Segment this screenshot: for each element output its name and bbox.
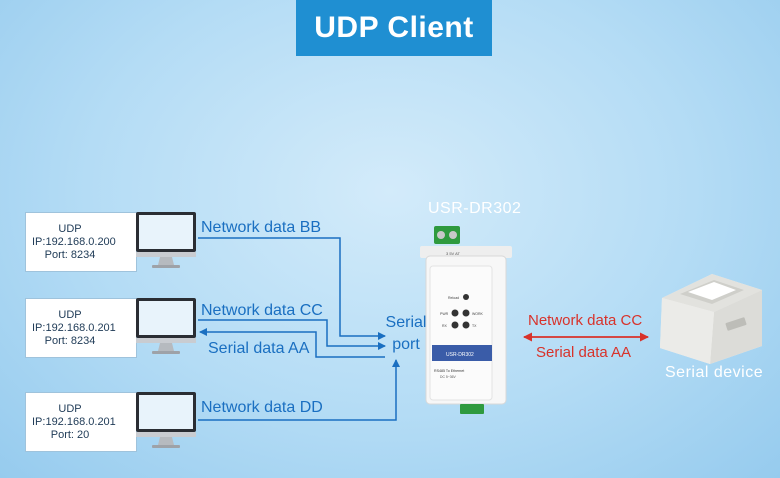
serial-port-line-1: Serial bbox=[385, 314, 427, 331]
host-box-3: UDP IP:192.168.0.201 Port: 20 bbox=[25, 392, 137, 452]
serial-port-line-2: port bbox=[392, 336, 420, 353]
host-1-protocol: UDP bbox=[58, 222, 82, 235]
host-3-port: Port: 20 bbox=[50, 428, 90, 441]
device-terminal-label: 3 5V AT bbox=[446, 251, 460, 256]
device-power-label: DC 5~36V bbox=[440, 375, 456, 379]
line-network-bb bbox=[198, 237, 386, 340]
serial-port-label: Serial port bbox=[380, 312, 432, 356]
computer-monitor-icon bbox=[136, 212, 196, 268]
device-led-rx-label: RX bbox=[442, 324, 448, 328]
line-network-cc bbox=[198, 319, 386, 350]
serial-device-label: Serial device bbox=[665, 364, 764, 381]
host-box-1: UDP IP:192.168.0.200 Port: 8234 bbox=[25, 212, 137, 272]
host-box-2: UDP IP:192.168.0.201 Port: 8234 bbox=[25, 298, 137, 358]
label-serial-data-aa: Serial data AA bbox=[208, 340, 310, 357]
host-1-port: Port: 8234 bbox=[44, 248, 96, 261]
device-led-tx-label: TX bbox=[472, 324, 477, 328]
title-banner: UDP Client bbox=[296, 0, 492, 56]
host-1-ip: IP:192.168.0.200 bbox=[32, 235, 116, 248]
device-led-work-label: WORK bbox=[472, 312, 484, 316]
device-model-label: USR-DR302 bbox=[446, 352, 474, 358]
serial-printer-icon bbox=[660, 274, 762, 364]
label-network-data-bb: Network data BB bbox=[201, 219, 322, 236]
usr-dr302-device-icon: 3 5V AT Reload PWR WORK RX TX USR-DR302 … bbox=[420, 226, 512, 414]
device-led-reload-label: Reload bbox=[448, 296, 459, 300]
host-3-ip: IP:192.168.0.201 bbox=[32, 415, 116, 428]
device-name-label: USR-DR302 bbox=[428, 200, 522, 217]
line-network-dd bbox=[198, 359, 400, 421]
computer-monitor-icon bbox=[136, 392, 196, 448]
label-network-data-dd: Network data DD bbox=[201, 399, 323, 416]
host-2-port: Port: 8234 bbox=[44, 334, 96, 347]
label-right-network-data-cc: Network data CC bbox=[528, 312, 643, 329]
host-2-ip: IP:192.168.0.201 bbox=[32, 321, 116, 334]
computer-monitor-icon bbox=[136, 298, 196, 354]
label-right-serial-data-aa: Serial data AA bbox=[536, 344, 632, 361]
label-network-data-cc: Network data CC bbox=[201, 302, 323, 319]
host-2-protocol: UDP bbox=[58, 308, 82, 321]
line-serial-aa bbox=[199, 328, 385, 358]
device-subtitle-label: RS485 To Ethernet bbox=[434, 369, 464, 373]
host-3-protocol: UDP bbox=[58, 402, 82, 415]
device-led-pwr-label: PWR bbox=[440, 312, 449, 316]
